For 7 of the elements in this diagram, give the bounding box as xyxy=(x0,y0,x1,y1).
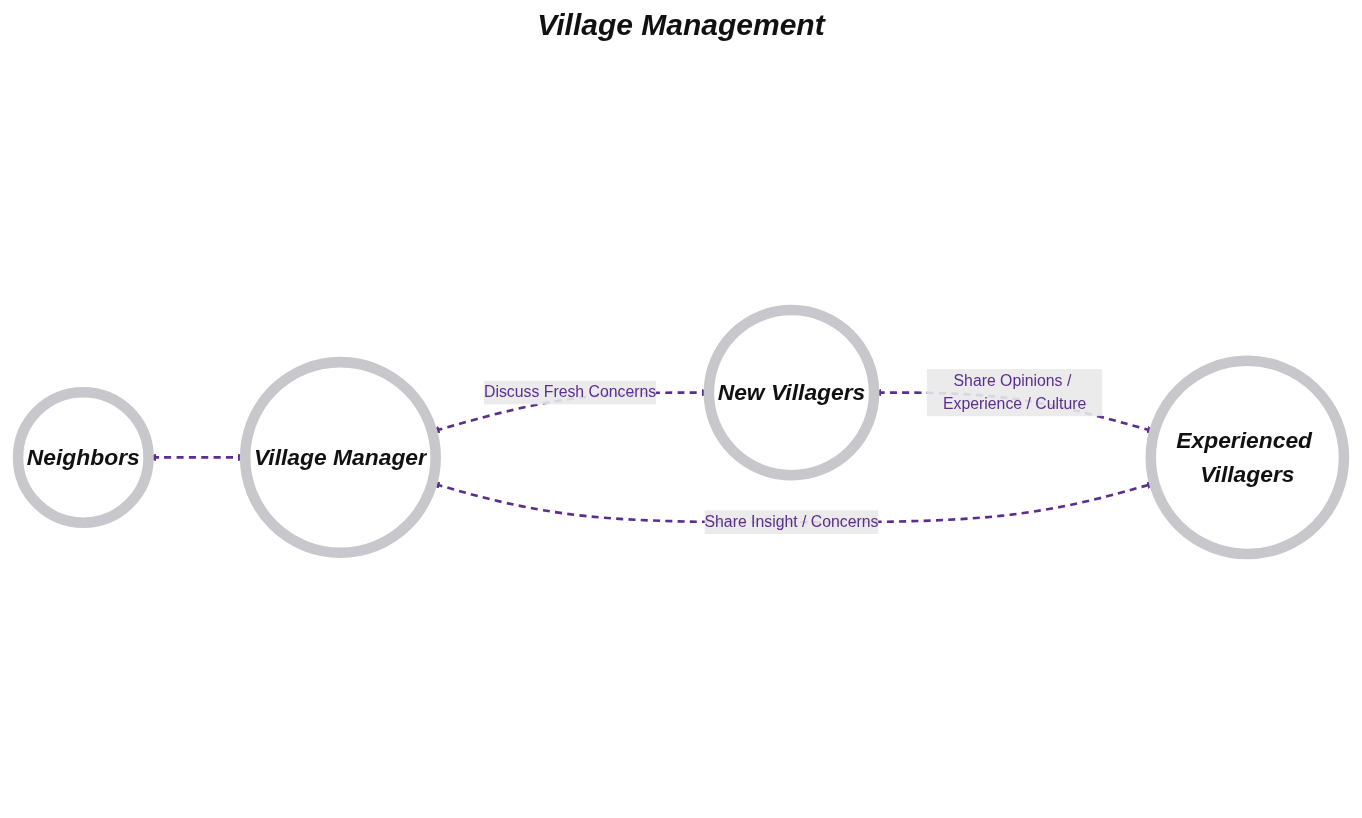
edge-label: Discuss Fresh Concerns xyxy=(484,383,657,401)
edge-label: Share Insight / Concerns xyxy=(704,512,879,531)
diagram-heading: Village Management xyxy=(537,8,825,42)
node-circle: Neighbors xyxy=(12,386,154,528)
node-circle: New Villagers xyxy=(703,304,880,481)
edge-label: Share Opinions / Experience / Culture xyxy=(943,371,1087,413)
node-circle: Experienced Villagers xyxy=(1145,355,1350,560)
